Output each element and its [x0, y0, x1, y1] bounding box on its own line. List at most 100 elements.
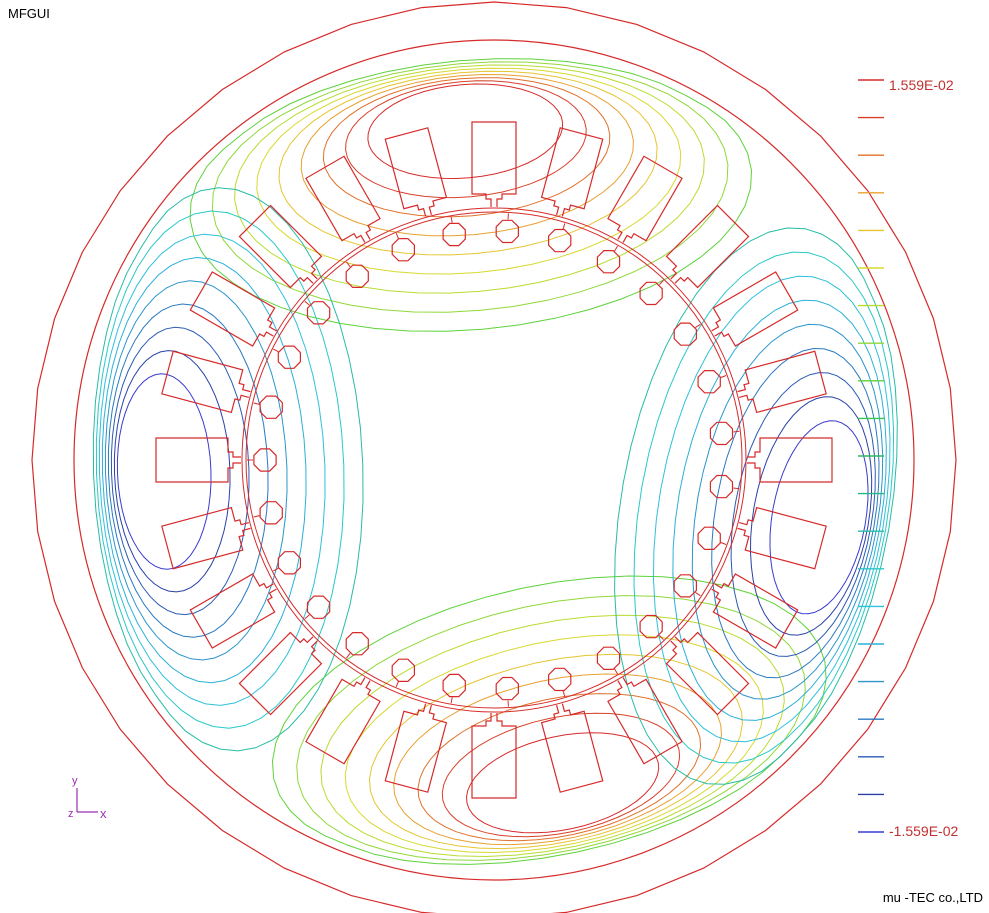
rotor-bar-slit: [304, 614, 310, 620]
stator-slot-outline: [737, 506, 827, 570]
contour-line: [320, 614, 785, 858]
x-axis-label: x: [100, 806, 107, 821]
axis-triad: y z x: [68, 775, 107, 821]
rotor-bar-slit: [733, 430, 740, 433]
y-axis-label: y: [72, 775, 78, 787]
stator-slot-outline: [747, 437, 833, 483]
contour-line: [441, 712, 681, 838]
stator-slot: [384, 703, 448, 793]
stator-slot: [665, 631, 750, 716]
rotor-bar: [639, 281, 663, 306]
legend-min-label: -1.559E-02: [889, 823, 958, 839]
rotor-bar-slit: [450, 697, 453, 704]
stator-slot-outline: [607, 155, 683, 243]
stator-slot: [384, 127, 448, 217]
rotor-bar: [442, 222, 466, 247]
rotor-bar: [345, 264, 369, 288]
rotor-bar-slit: [695, 323, 701, 329]
rotor-bar-slit: [659, 634, 664, 641]
rotor-bar: [547, 228, 572, 253]
stator-slot: [305, 677, 381, 765]
contour-line: [322, 77, 611, 218]
rotor-bar-slit: [720, 541, 727, 545]
contour-line: [116, 373, 212, 570]
stator-slot-outline: [471, 121, 517, 207]
rotor-bar: [547, 667, 572, 692]
contour-line: [633, 251, 895, 764]
stator-slot-outline: [665, 631, 750, 716]
rotor-bar: [277, 551, 301, 575]
stator-slot-outline: [384, 127, 448, 217]
stator-slot-outline: [540, 127, 604, 217]
stator-slot: [737, 506, 827, 570]
stator-slot-outline: [238, 631, 323, 716]
contour-line: [749, 396, 873, 636]
stator-slot: [471, 713, 517, 799]
stator-slot: [238, 204, 323, 289]
legend-max-label: 1.559E-02: [889, 77, 954, 93]
rotor-bar-slit: [659, 279, 664, 286]
rotor-bar: [639, 614, 663, 639]
contour-line: [769, 420, 869, 615]
rotor-bar-slit: [450, 216, 453, 223]
rotor-bar-slit: [562, 690, 566, 697]
rotor-bar: [495, 676, 520, 701]
stator-slot-outline: [238, 204, 323, 289]
stator-slot-outline: [711, 271, 799, 347]
stator-slot-outline: [161, 350, 251, 414]
stator-slot-outline: [737, 350, 827, 414]
rotor-bar-slit: [720, 375, 727, 379]
stator-slot: [665, 204, 750, 289]
rotor-bar: [709, 474, 734, 499]
rotor-bar: [596, 646, 621, 671]
contour-line: [393, 673, 723, 846]
rotor-bar: [259, 501, 283, 525]
rotor-outer-circle: [245, 211, 743, 709]
stator-slot-outline: [155, 437, 241, 483]
contour-line: [256, 67, 682, 275]
rotor-bar-slit: [346, 652, 351, 659]
stator-slot-outline: [607, 677, 683, 765]
rotor-bar-slit: [253, 515, 260, 518]
stator-slot: [607, 677, 683, 765]
rotor-bar: [345, 631, 369, 656]
rotor-bar: [596, 250, 621, 274]
stator-slot: [189, 271, 277, 347]
contour-line: [296, 595, 806, 861]
contour-line: [110, 326, 250, 616]
stator-slot: [161, 506, 251, 570]
stator-slot: [607, 155, 683, 243]
contour-line: [189, 58, 753, 332]
stator-slot: [737, 350, 827, 414]
stator-slot: [305, 155, 381, 243]
stator-slot: [238, 631, 323, 716]
motor-structure: [31, 1, 957, 913]
contour-line: [368, 653, 743, 850]
rotor-bar-slit: [614, 668, 618, 675]
contour-line: [107, 303, 269, 638]
contour-line: [465, 732, 660, 834]
rotor-bar-slit: [695, 591, 701, 597]
contour-line: [113, 350, 231, 593]
contour-line: [417, 693, 702, 842]
rotor-bar: [277, 345, 301, 369]
contour-lines: [92, 58, 898, 865]
contour-line: [211, 61, 729, 313]
contour-line: [672, 299, 887, 721]
contour-line: [98, 233, 326, 706]
rotor-bar-slit: [395, 681, 399, 687]
rotor-bar-slit: [733, 487, 740, 490]
rotor-bar: [306, 595, 331, 619]
contour-line: [278, 70, 658, 256]
contour-line: [95, 210, 345, 729]
stator-bore: [241, 207, 747, 713]
rotor-bar-slit: [346, 261, 351, 268]
rotor-bar: [709, 421, 734, 446]
contour-line: [614, 227, 898, 785]
rotor-bar-slit: [395, 233, 399, 239]
stator-slot: [471, 121, 517, 207]
stator-slot: [747, 437, 833, 483]
contour-line: [367, 83, 564, 180]
stator-slot-outline: [471, 713, 517, 799]
